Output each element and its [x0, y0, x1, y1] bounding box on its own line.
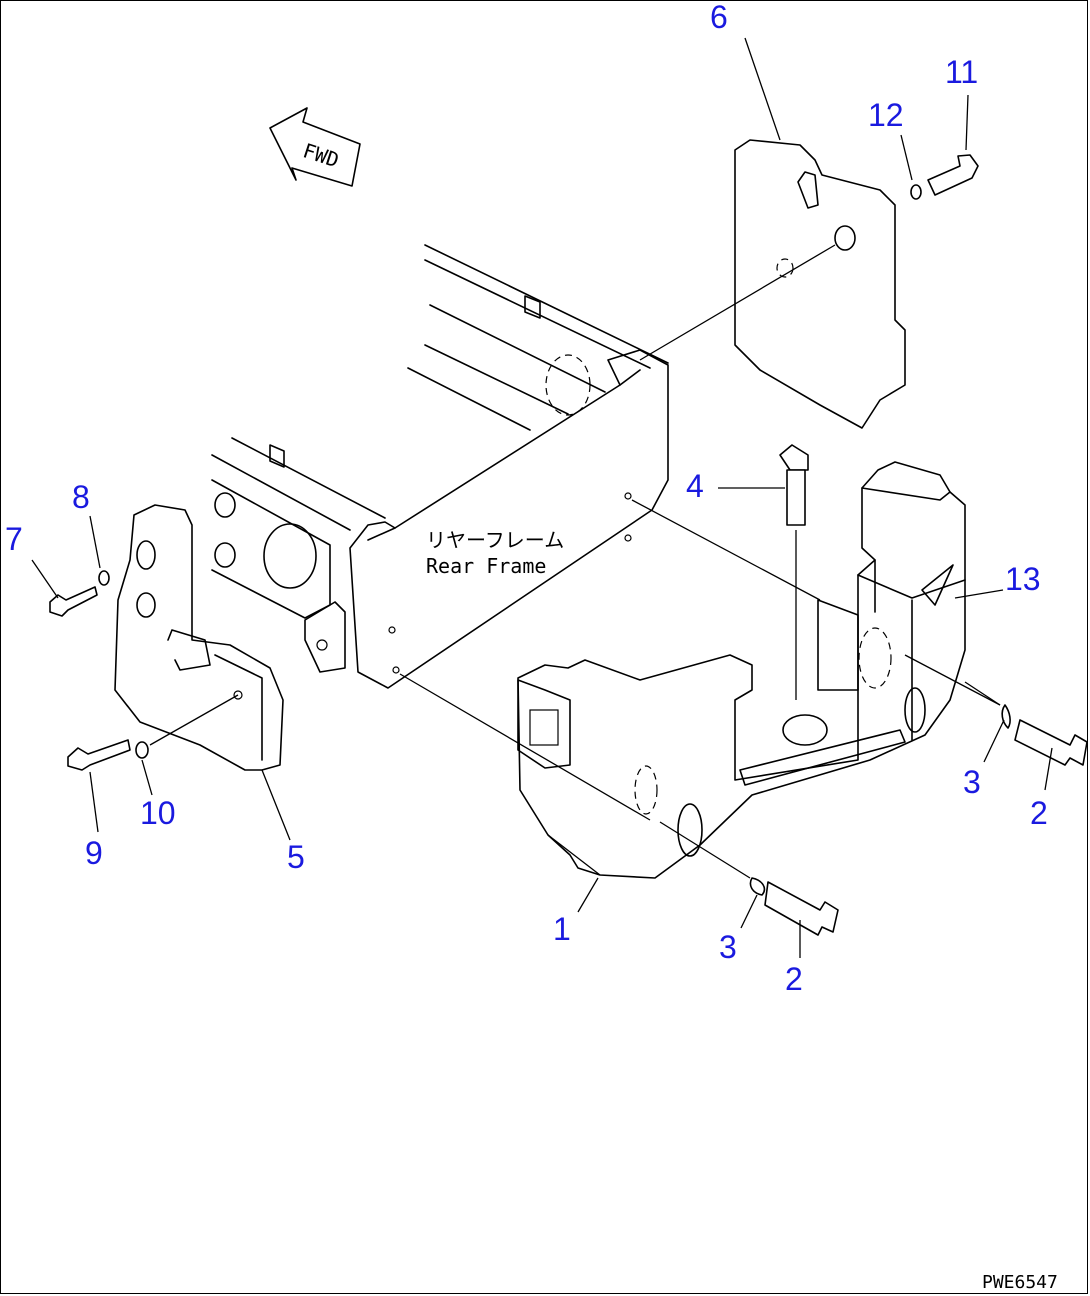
callout-6: 6 [710, 0, 728, 35]
drawing-code: PWE6547 [982, 1272, 1058, 1293]
frame-label-english: Rear Frame [426, 554, 546, 578]
callout-5: 5 [287, 839, 305, 875]
callout-8: 8 [72, 479, 90, 515]
part-9-10-bolt [67, 694, 239, 771]
callout-3-right: 3 [963, 764, 981, 800]
callouts: 6 11 12 4 13 8 7 10 9 5 1 3 2 3 2 [5, 0, 1048, 997]
fwd-arrow-icon: FWD [269, 107, 361, 187]
part-1-counterweight [517, 461, 966, 879]
callout-4: 4 [686, 468, 704, 504]
callout-3-lower: 3 [719, 929, 737, 965]
part-11-12-bolt [910, 154, 979, 200]
callout-12: 12 [868, 97, 904, 133]
callout-9: 9 [85, 835, 103, 871]
part-6-weight-block [639, 139, 906, 429]
callout-10: 10 [140, 795, 176, 831]
frame-label-japanese: リヤーフレーム [426, 528, 564, 552]
callout-11: 11 [945, 54, 978, 90]
part-2-bolt-right [964, 681, 1088, 766]
rear-frame: リヤーフレーム Rear Frame [211, 244, 669, 689]
part-2-bolt-lower [659, 821, 839, 936]
callout-13: 13 [1005, 561, 1041, 597]
part-7-8-bolt [49, 570, 110, 617]
callout-2-lower: 2 [785, 961, 803, 997]
callout-7: 7 [5, 521, 23, 557]
callout-2-right: 2 [1030, 795, 1048, 831]
part-4-pin [779, 444, 809, 700]
fwd-label: FWD [300, 138, 342, 172]
part-5-bracket [114, 504, 284, 771]
callout-1: 1 [553, 911, 571, 947]
leader-lines [31, 37, 1053, 958]
